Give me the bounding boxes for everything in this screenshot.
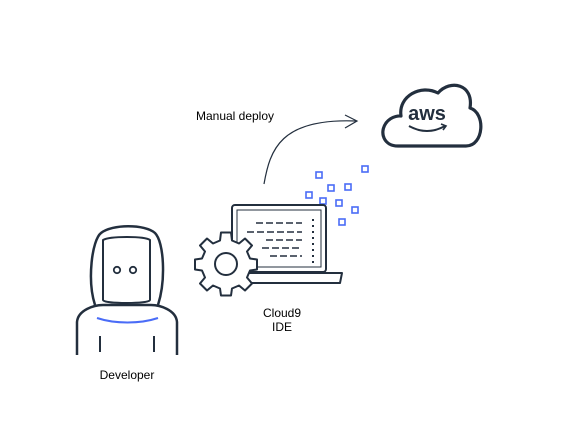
line-dots [312,219,314,263]
aws-logo-text: aws [408,103,446,125]
cloud9-laptop-gear-icon [194,204,343,297]
cloud9-label-line2: IDE [271,320,292,334]
developer-label: Developer [99,368,155,382]
deploy-arrow [263,114,359,185]
developer-person-icon [75,225,179,355]
manual-deploy-label: Manual deploy [195,109,275,123]
cloud9-ide-label: Cloud9 IDE [242,306,322,334]
pixel-squares [305,165,369,226]
gear-icon [194,231,258,297]
code-lines [247,222,302,257]
aws-cloud-icon: aws [381,83,483,148]
aws-smile [408,125,446,132]
cloud9-label-line1: Cloud9 [262,306,302,320]
